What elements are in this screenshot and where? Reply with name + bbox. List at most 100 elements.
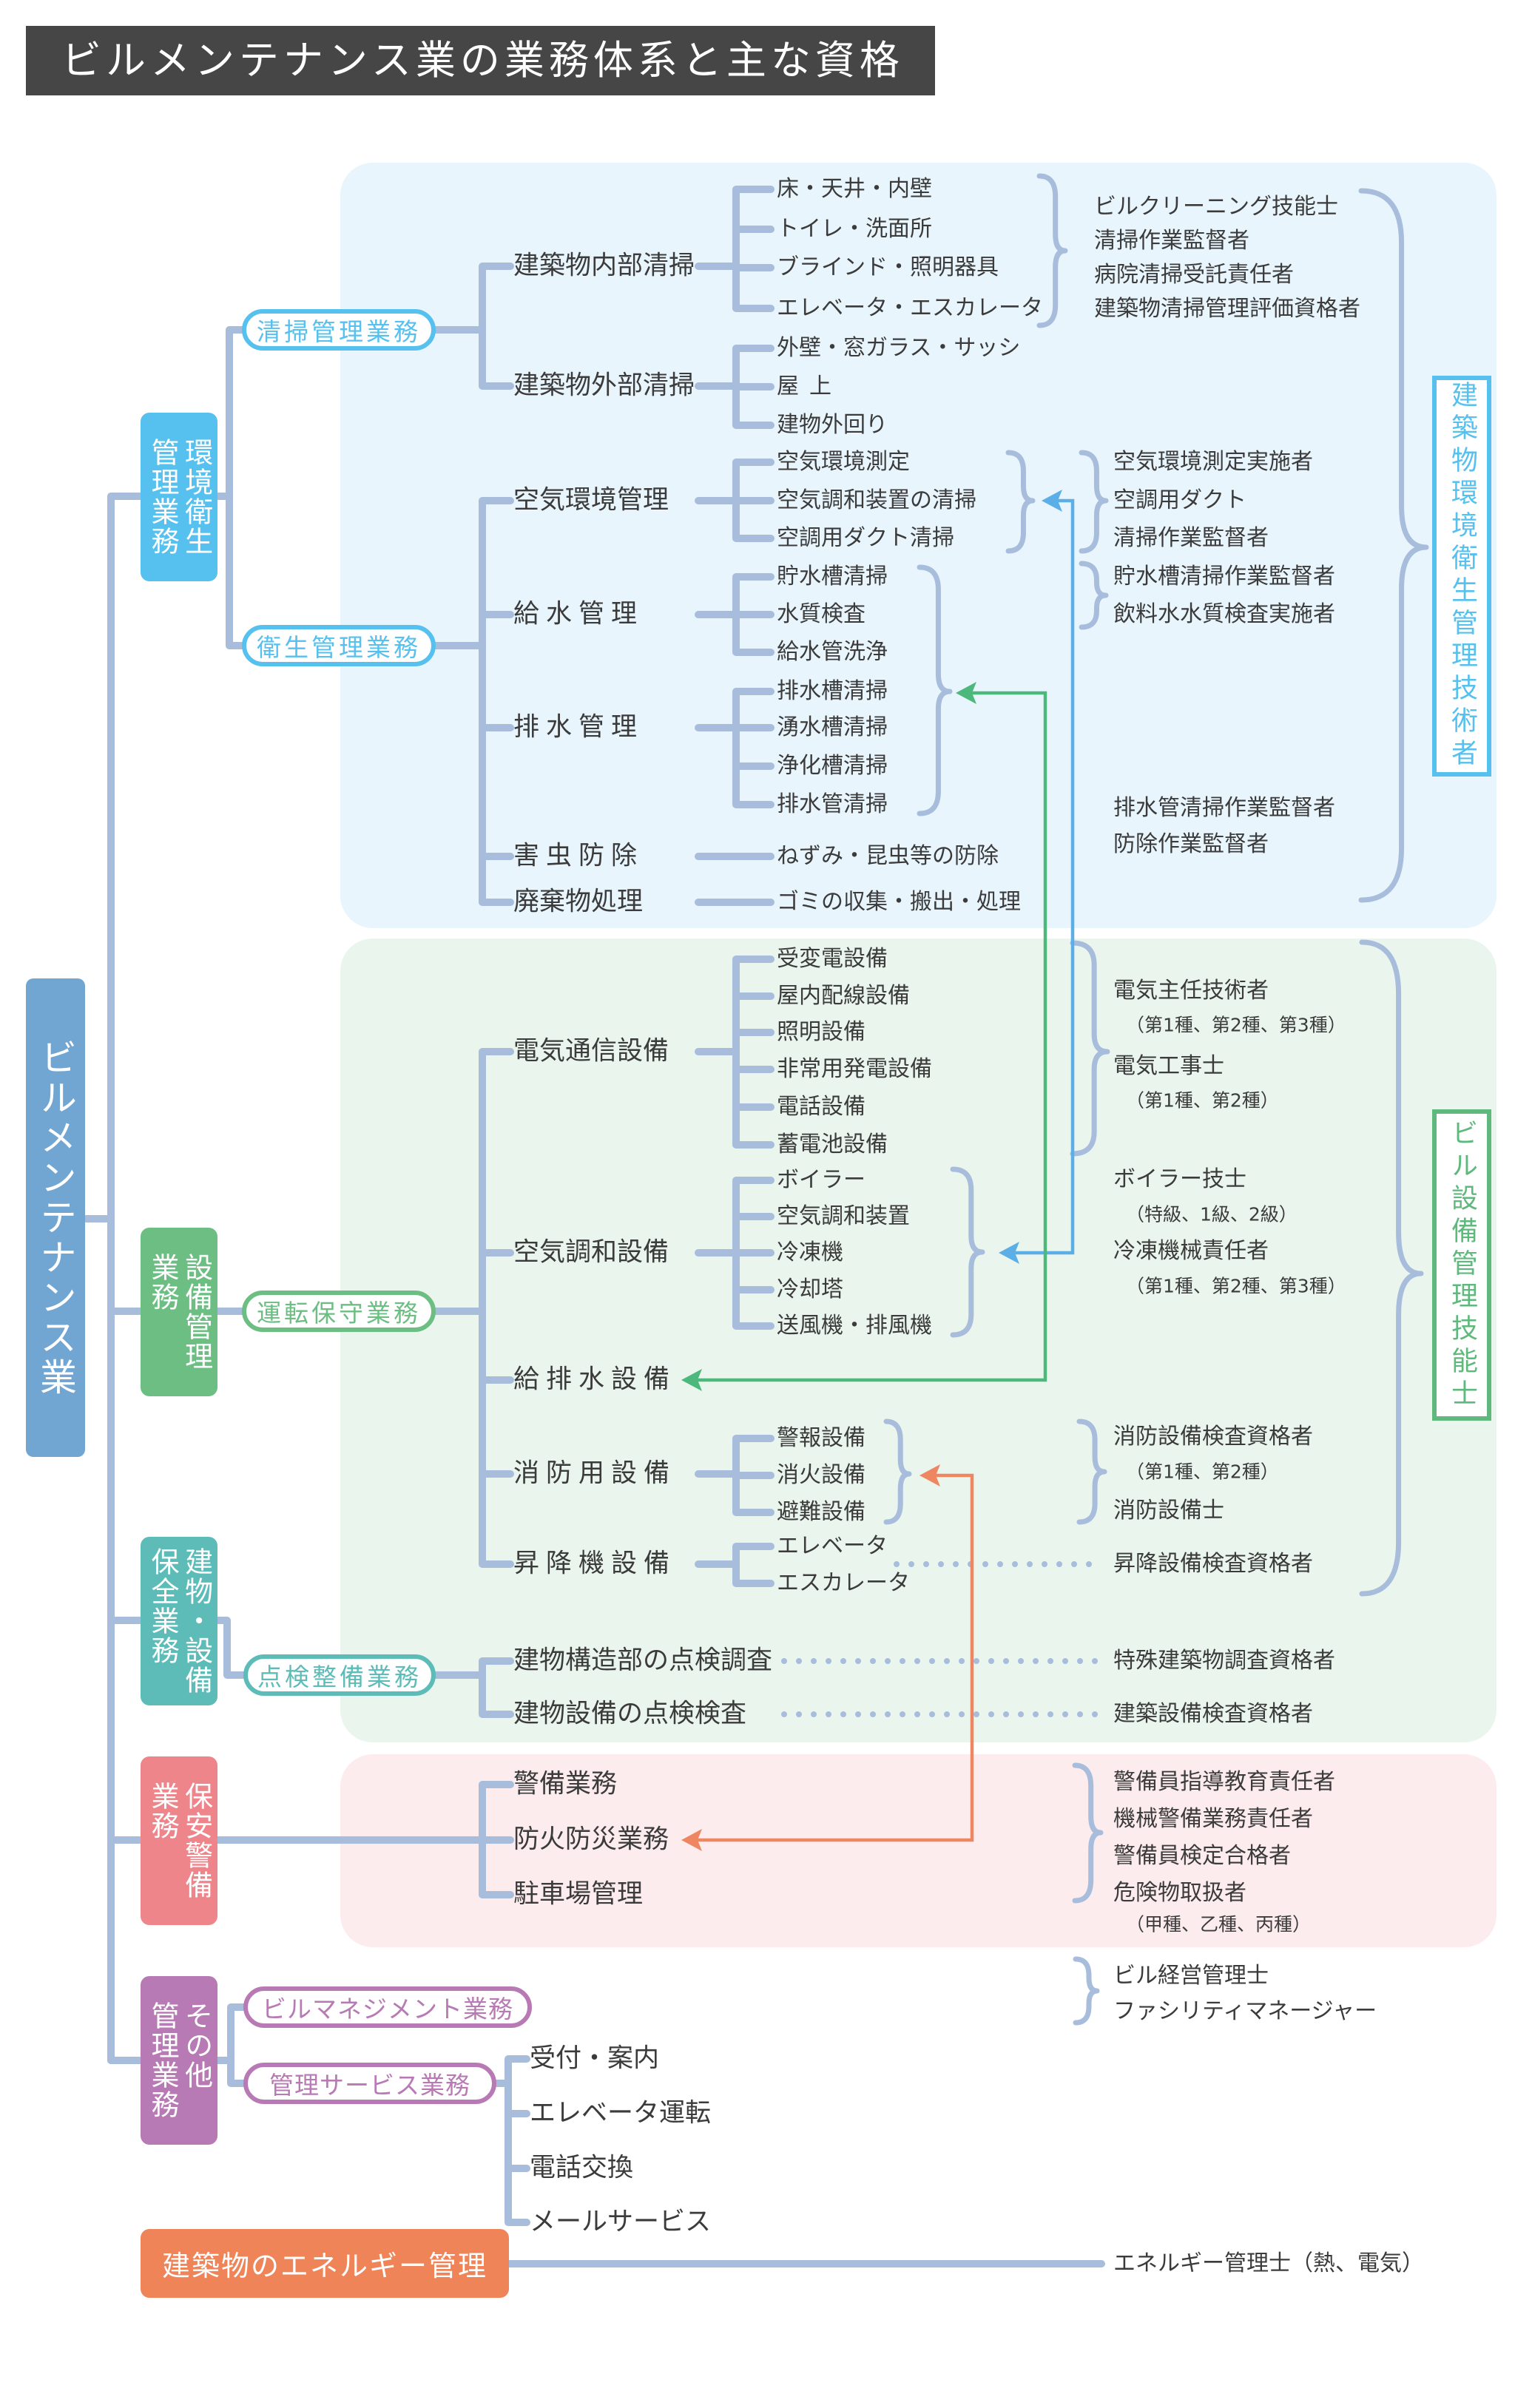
qualification-label: 警備員検定合格者 (1113, 1843, 1291, 1869)
task-connector (491, 2055, 530, 2226)
task-label: 防火防災業務 (513, 1824, 669, 1855)
item-connector (695, 688, 775, 808)
qualification-label: 危険物取扱者 (1113, 1880, 1246, 1906)
task-label: 電気通信設備 (513, 1036, 669, 1066)
category-connector (107, 493, 486, 2064)
item-label: 冷凍機 (777, 1239, 843, 1265)
category-box-other: その他 管理業務 (141, 1976, 217, 2145)
qualification-label: 電気主任技術者 (1113, 978, 1269, 1004)
qualification-label: 機械警備業務責任者 (1113, 1806, 1313, 1832)
item-label: 非常用発電設備 (777, 1056, 932, 1082)
arrowhead-icon (999, 1242, 1019, 1264)
brace-icon (1076, 1418, 1107, 1525)
brace-icon (1005, 450, 1036, 554)
category-label-line: その他 (180, 2001, 213, 2090)
category-label: 建物・設備 保全業務 (145, 1547, 213, 1695)
category-label-line: 保安警備 (180, 1782, 213, 1900)
service-pill-sanitation: 衛生管理業務 (242, 625, 436, 666)
arrowhead-icon (920, 1464, 940, 1487)
item-label: 給水管洗浄 (777, 639, 888, 665)
task-connector (479, 1781, 514, 1898)
brace-icon (1072, 1762, 1104, 1904)
brace-icon (1359, 939, 1424, 1597)
qualification-grades: （第1種、第2種、第3種） (1126, 1275, 1346, 1297)
qualification-label: 空気環境測定実施者 (1113, 449, 1313, 475)
item-label: 浄化槽清掃 (777, 753, 888, 779)
task-connector (432, 1657, 514, 1718)
task-label: エレベータ運転 (530, 2098, 712, 2128)
qualification-label: 排水管清掃作業監督者 (1113, 795, 1335, 821)
item-label: 床・天井・内壁 (777, 176, 932, 202)
panel-security (340, 1754, 1497, 1947)
qualification-label: 飲料水水質検査実施者 (1113, 601, 1335, 627)
item-label: トイレ・洗面所 (777, 216, 932, 242)
category-box-environmental-hygiene: 環境衛生 管理業務 (141, 413, 217, 581)
arrowhead-icon (681, 1829, 702, 1851)
category-label-line: 業務 (146, 1253, 179, 1312)
category-label: 保安警備 業務 (145, 1782, 213, 1900)
category-label-line: 環境衛生 (180, 438, 213, 556)
item-label: エレベータ・エスカレータ (777, 295, 1043, 321)
item-label: 貯水槽清掃 (777, 564, 888, 589)
item-label: 空気環境測定 (777, 449, 910, 475)
qualification-label: 清掃作業監督者 (1094, 228, 1249, 254)
item-label: エレベータ (777, 1533, 888, 1559)
brace-icon (883, 1418, 912, 1525)
qualification-label: 冷凍機械責任者 (1113, 1238, 1269, 1264)
task-connector (432, 497, 514, 906)
relation-arrow (698, 1473, 974, 1842)
qualification-label: 建築物清掃管理評価資格者 (1094, 296, 1360, 322)
task-connector (432, 1048, 514, 1568)
umbrella-qualification-facility: ビル設備管理技能士 (1432, 1109, 1491, 1421)
umbrella-qualification-hygiene: 建築物環境衛生管理技術者 (1432, 376, 1491, 777)
task-label: 電話交換 (530, 2153, 634, 2183)
item-connector (695, 186, 775, 312)
qualification-grades: （特級、1級、2級） (1126, 1203, 1298, 1225)
task-label: 建築物外部清掃 (513, 371, 695, 401)
qualification-label: ファシリティマネージャー (1113, 1998, 1377, 2024)
item-label: 消火設備 (777, 1462, 866, 1488)
root-box: ビルメンテナンス業 (26, 978, 85, 1457)
item-label: 冷却塔 (777, 1276, 843, 1302)
item-label: 警報設備 (777, 1425, 866, 1451)
panel-hygiene (340, 163, 1497, 928)
umbrella-qualification-label: ビル設備管理技能士 (1447, 1118, 1477, 1412)
item-label: 受変電設備 (777, 946, 888, 972)
category-label-line: 建物・設備 (180, 1547, 213, 1695)
task-label: 排水管理 (513, 712, 644, 743)
root-label: ビルメンテナンス業 (34, 1038, 77, 1398)
item-label: 空調用ダクト清掃 (777, 525, 954, 551)
item-connector (695, 345, 775, 429)
qualification-label: 空調用ダクト (1113, 487, 1246, 513)
item-connector (695, 1177, 775, 1330)
service-pill-management-services: 管理サービス業務 (243, 2063, 496, 2104)
item-label: 避難設備 (777, 1499, 866, 1525)
qualification-label: ボイラー技士 (1113, 1166, 1246, 1192)
category-label-line: 管理業務 (146, 2001, 179, 2120)
category-box-security: 保安警備 業務 (141, 1756, 217, 1925)
service-connector (214, 2003, 247, 2087)
category-label-line: 業務 (146, 1782, 179, 1841)
item-label: 水質検査 (777, 601, 866, 627)
item-connector (695, 1543, 775, 1587)
panel-facility (340, 938, 1497, 1742)
qualification-label: 建築設備検査資格者 (1113, 1701, 1313, 1727)
item-connector (695, 956, 775, 1149)
task-label: 駐車場管理 (513, 1879, 644, 1910)
item-connector (695, 573, 775, 656)
item-label: 照明設備 (777, 1019, 866, 1045)
brace-icon (950, 1166, 985, 1338)
category-label: 環境衛生 管理業務 (145, 438, 213, 556)
item-label: ブラインド・照明器具 (777, 254, 999, 280)
task-label: 建物構造部の点検調査 (513, 1646, 773, 1676)
item-label: 空気調和装置 (777, 1203, 910, 1229)
brace-icon (917, 564, 953, 816)
brace-icon (1079, 561, 1109, 630)
item-label: ねずみ・昆虫等の防除 (777, 843, 999, 869)
item-label: 送風機・排風機 (777, 1313, 932, 1339)
item-label: 湧水槽清掃 (777, 714, 888, 740)
service-pill-building-management: ビルマネジメント業務 (243, 1986, 532, 2028)
task-label: 害虫防除 (513, 841, 644, 871)
task-connector (432, 263, 514, 390)
